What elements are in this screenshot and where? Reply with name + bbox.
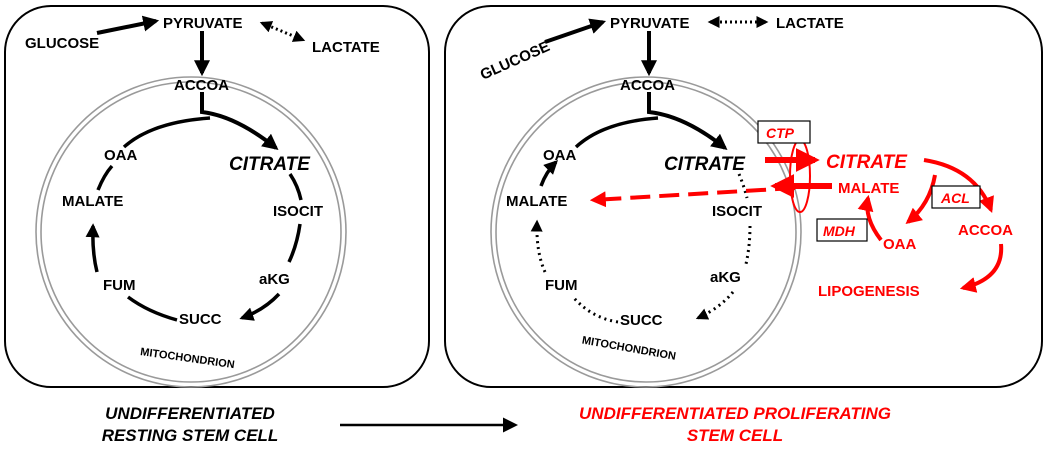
proliferating-oaa-to-citrate-arc — [574, 116, 659, 149]
resting-cell-membrane — [4, 5, 430, 388]
proliferating-akg-label: aKG — [710, 269, 741, 286]
resting-glucose-to-pyruvate-arrow — [96, 15, 160, 35]
cytosolic-accoa-label: ACCOA — [958, 222, 1013, 239]
proliferating-oaa-label: OAA — [543, 147, 577, 164]
citrate-to-oaa-arrow — [905, 174, 937, 225]
resting-glucose-label: GLUCOSE — [25, 35, 99, 52]
proliferating-akg-to-succ-dotted — [695, 291, 735, 320]
resting-succ-to-fum-arc — [126, 295, 178, 322]
proliferating-citrate-label: CITRATE — [664, 154, 746, 175]
resting-accoa-to-citrate-arrow — [200, 92, 279, 150]
resting-accoa-label: ACCOA — [174, 77, 229, 94]
proliferating-lactate-label: LACTATE — [776, 15, 844, 32]
resting-fum-label: FUM — [103, 277, 136, 294]
proliferating-pyruvate-label: PYRUVATE — [610, 15, 689, 32]
citrate-to-accoa-arrow — [923, 158, 994, 213]
cytosolic-citrate-label: CITRATE — [826, 152, 908, 173]
resting-oaa-to-citrate-arc — [122, 116, 211, 149]
resting-malate-label: MALATE — [62, 193, 123, 210]
proliferating-caption-line1: UNDIFFERENTIATED PROLIFERATING — [579, 404, 891, 423]
cytosolic-oaa-label: OAA — [883, 236, 917, 253]
proliferating-mitochondrion-inner — [495, 81, 797, 383]
malate-return-dashed-arrow — [589, 186, 796, 208]
mdh-box — [816, 218, 868, 242]
proliferating-malate-label: MALATE — [506, 193, 567, 210]
accoa-to-lipogenesis-arrow — [959, 243, 1004, 293]
resting-caption-line1: UNDIFFERENTIATED — [105, 404, 275, 423]
proliferating-malate-to-oaa-arrow — [539, 160, 558, 187]
resting-fum-to-malate-arc — [85, 223, 100, 273]
proliferating-accoa-label: ACCOA — [620, 77, 675, 94]
resting-citrate-label: CITRATE — [229, 154, 311, 175]
ctp-transporter-ellipse — [789, 139, 811, 213]
proliferating-cell: CTP ACL MDH GLUCOSE PYRUVATE LACTATE ACC… — [444, 5, 1043, 388]
oaa-to-malate-arrow — [857, 194, 883, 242]
resting-akg-label: aKG — [259, 271, 290, 288]
resting-isocit-label: ISOCIT — [273, 203, 323, 220]
resting-succ-label: SUCC — [179, 311, 222, 328]
proliferating-citrate-to-isocit-dotted — [737, 173, 749, 199]
resting-oaa-label: OAA — [104, 147, 138, 164]
cytosolic-malate-label: MALATE — [838, 180, 899, 197]
resting-citrate-to-isocit-arc — [288, 173, 303, 201]
proliferating-fum-label: FUM — [545, 277, 578, 294]
proliferating-fum-to-malate-dotted — [530, 219, 547, 273]
acl-box — [931, 185, 981, 209]
proliferating-succ-to-fum-dotted — [572, 296, 619, 324]
proliferating-accoa-to-citrate-arrow — [647, 92, 728, 150]
resting-caption-line2: RESTING STEM CELL — [102, 426, 279, 445]
resting-mitochondrion-inner — [40, 81, 342, 383]
proliferating-glucose-label: GLUCOSE — [478, 38, 553, 84]
proliferating-isocit-to-akg-dotted — [744, 225, 752, 265]
lipogenesis-label: LIPOGENESIS — [818, 283, 920, 300]
resting-mitochondrion-label: MITOCHONDRION — [140, 346, 236, 371]
proliferating-glucose-to-pyruvate-arrow — [544, 18, 607, 44]
proliferating-isocit-label: ISOCIT — [712, 203, 762, 220]
resting-pyruvate-label: PYRUVATE — [163, 15, 242, 32]
proliferating-mitochondrion-outer — [490, 76, 802, 388]
resting-isocit-to-akg-arc — [287, 223, 302, 263]
ctp-label: CTP — [766, 125, 795, 141]
resting-malate-to-oaa-arc — [96, 164, 114, 191]
proliferating-mitochondrion-label: MITOCHONDRION — [581, 335, 677, 363]
proliferating-cell-membrane — [444, 5, 1043, 388]
resting-mitochondrion-outer — [35, 76, 347, 388]
resting-pyruvate-lactate-arrow — [259, 21, 306, 42]
acl-label: ACL — [940, 190, 970, 206]
mdh-label: MDH — [823, 223, 856, 239]
resting-cell: GLUCOSE PYRUVATE LACTATE ACCOA CITRATE I… — [4, 5, 430, 388]
resting-lactate-label: LACTATE — [312, 39, 380, 56]
ctp-box — [757, 120, 811, 144]
resting-akg-to-succ-arc — [239, 292, 281, 321]
proliferating-caption-line2: STEM CELL — [687, 426, 783, 445]
proliferating-succ-label: SUCC — [620, 312, 663, 329]
